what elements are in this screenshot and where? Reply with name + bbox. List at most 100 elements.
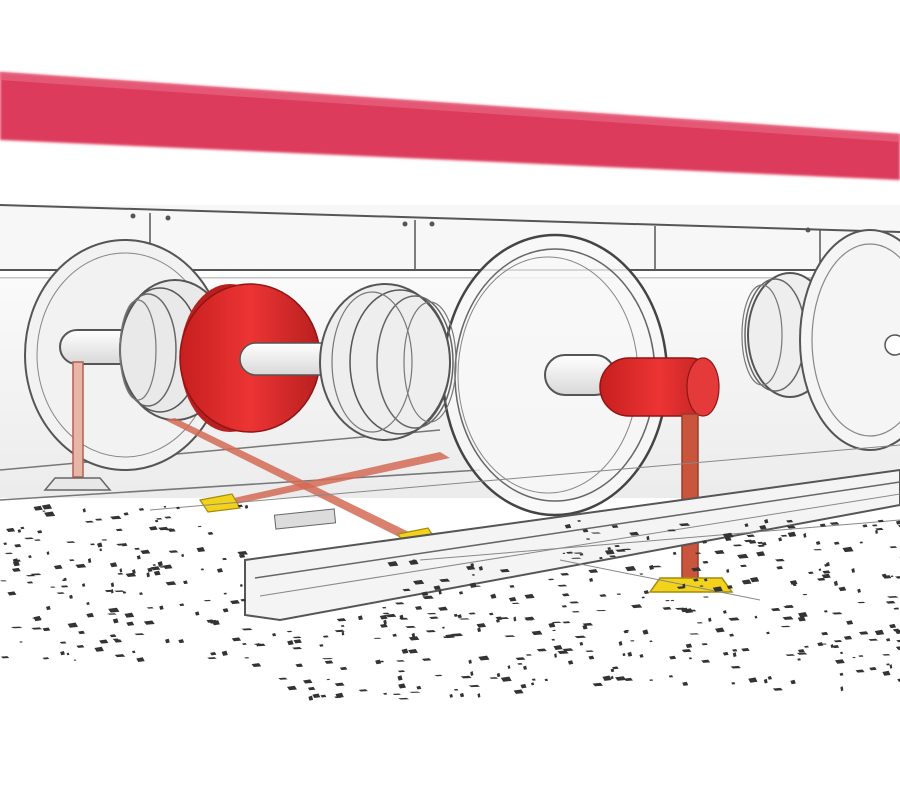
gravel-stone: [125, 572, 137, 577]
gravel-stone: [838, 586, 847, 592]
gravel-stone: [140, 549, 151, 555]
gravel-stone: [210, 652, 217, 656]
gravel-stone: [741, 579, 752, 585]
gravel-stone: [216, 568, 223, 573]
gravel-stone: [112, 618, 119, 624]
gravel-stone: [411, 632, 416, 638]
gravel-stone: [207, 657, 217, 660]
gravel-stone: [31, 627, 43, 630]
gravel-stone: [840, 686, 844, 692]
gravel-stone: [649, 679, 654, 681]
gravel-stone: [631, 604, 643, 609]
gravel-stone: [665, 599, 670, 602]
gravel-stone: [641, 596, 645, 599]
gravel-stone: [412, 559, 415, 564]
gravel-stone: [819, 523, 826, 527]
gravel-stone: [56, 592, 65, 594]
gravel-stone: [562, 552, 566, 554]
gravel-stone: [612, 666, 619, 670]
gravel-stone: [523, 665, 527, 670]
gravel-stone: [731, 682, 736, 685]
gravel-stone: [703, 578, 708, 582]
gravel-stone: [322, 635, 329, 638]
gravel-stone: [683, 608, 694, 614]
gravel-stone: [81, 583, 86, 587]
gravel-stone: [222, 608, 229, 613]
gravel-stone: [114, 654, 126, 658]
gravel-stone: [496, 672, 501, 678]
gravel-stone: [889, 664, 893, 669]
gravel-stone: [517, 662, 523, 665]
gravel-stone: [685, 643, 693, 648]
gravel-stone: [728, 617, 740, 621]
gravel-stone: [153, 570, 161, 576]
gravel-stone: [824, 563, 828, 567]
gravel-stone: [615, 676, 627, 681]
gravel-stone: [843, 635, 853, 640]
gravel-stone: [561, 605, 568, 608]
gravel-stone: [722, 651, 729, 656]
gravel-stone: [438, 606, 448, 611]
gravel-stone: [382, 606, 387, 609]
gravel-stone: [573, 552, 584, 554]
gravel-stone: [178, 639, 185, 644]
gravel-stone: [852, 656, 856, 659]
gravel-stone: [859, 541, 864, 544]
gravel-stone: [815, 541, 821, 545]
gravel-stone: [551, 638, 556, 641]
gravel-stone: [183, 580, 188, 585]
gravel-stone: [33, 505, 43, 511]
gravel-stone: [552, 629, 556, 632]
gravel-stone: [890, 575, 894, 577]
gravel-stone: [629, 531, 640, 536]
gravel-stone: [60, 585, 69, 588]
gravel-stone: [230, 599, 240, 605]
gravel-stone: [833, 640, 843, 643]
gravel-stone: [869, 666, 877, 671]
gravel-stone: [630, 640, 635, 642]
gravel-stone: [599, 594, 607, 597]
gravel-stone: [662, 606, 672, 610]
gravel-stone: [682, 681, 689, 686]
gravel-stone: [877, 519, 884, 523]
gravel-stone: [46, 551, 50, 555]
gravel-stone: [123, 512, 129, 516]
gravel-stone: [426, 612, 437, 615]
gravel-stone: [798, 612, 808, 618]
gravel-stone: [574, 635, 587, 639]
gravel-stone: [490, 593, 497, 599]
gravel-stone: [110, 582, 115, 588]
gravel-stone: [458, 618, 471, 620]
gravel-stone: [244, 504, 249, 509]
gravel-stone: [858, 631, 869, 635]
gravel-stone: [749, 576, 760, 583]
gravel-stone: [238, 554, 246, 558]
gravel-stone: [421, 658, 432, 661]
gravel-stone: [457, 614, 462, 619]
gravel-stone: [107, 613, 117, 615]
gravel-stone: [445, 634, 455, 639]
gravel-stone: [109, 634, 117, 638]
gravel-stone: [110, 515, 122, 520]
gravel-stone: [567, 660, 574, 665]
gravel-stone: [693, 578, 699, 582]
gravel-stone: [739, 564, 748, 568]
gravel-stone: [146, 572, 150, 578]
gravel-stone: [442, 626, 445, 629]
gravel-stone: [817, 642, 824, 647]
gravel-stone: [115, 528, 123, 532]
gravel-stone: [157, 561, 163, 567]
gravel-stone: [460, 675, 472, 679]
gravel-stone: [602, 675, 612, 681]
gravel-stone: [875, 527, 884, 531]
gravel-stone: [373, 637, 382, 639]
gravel-stone: [179, 603, 185, 607]
gravel-stone: [862, 524, 868, 528]
gravel-stone: [287, 640, 294, 646]
gravel-stone: [11, 567, 21, 572]
gravel-stone: [86, 601, 90, 606]
gravel-stone: [842, 546, 854, 553]
gravel-stone: [599, 556, 603, 560]
gravel-stone: [621, 548, 632, 551]
gravel-stone: [802, 593, 808, 596]
